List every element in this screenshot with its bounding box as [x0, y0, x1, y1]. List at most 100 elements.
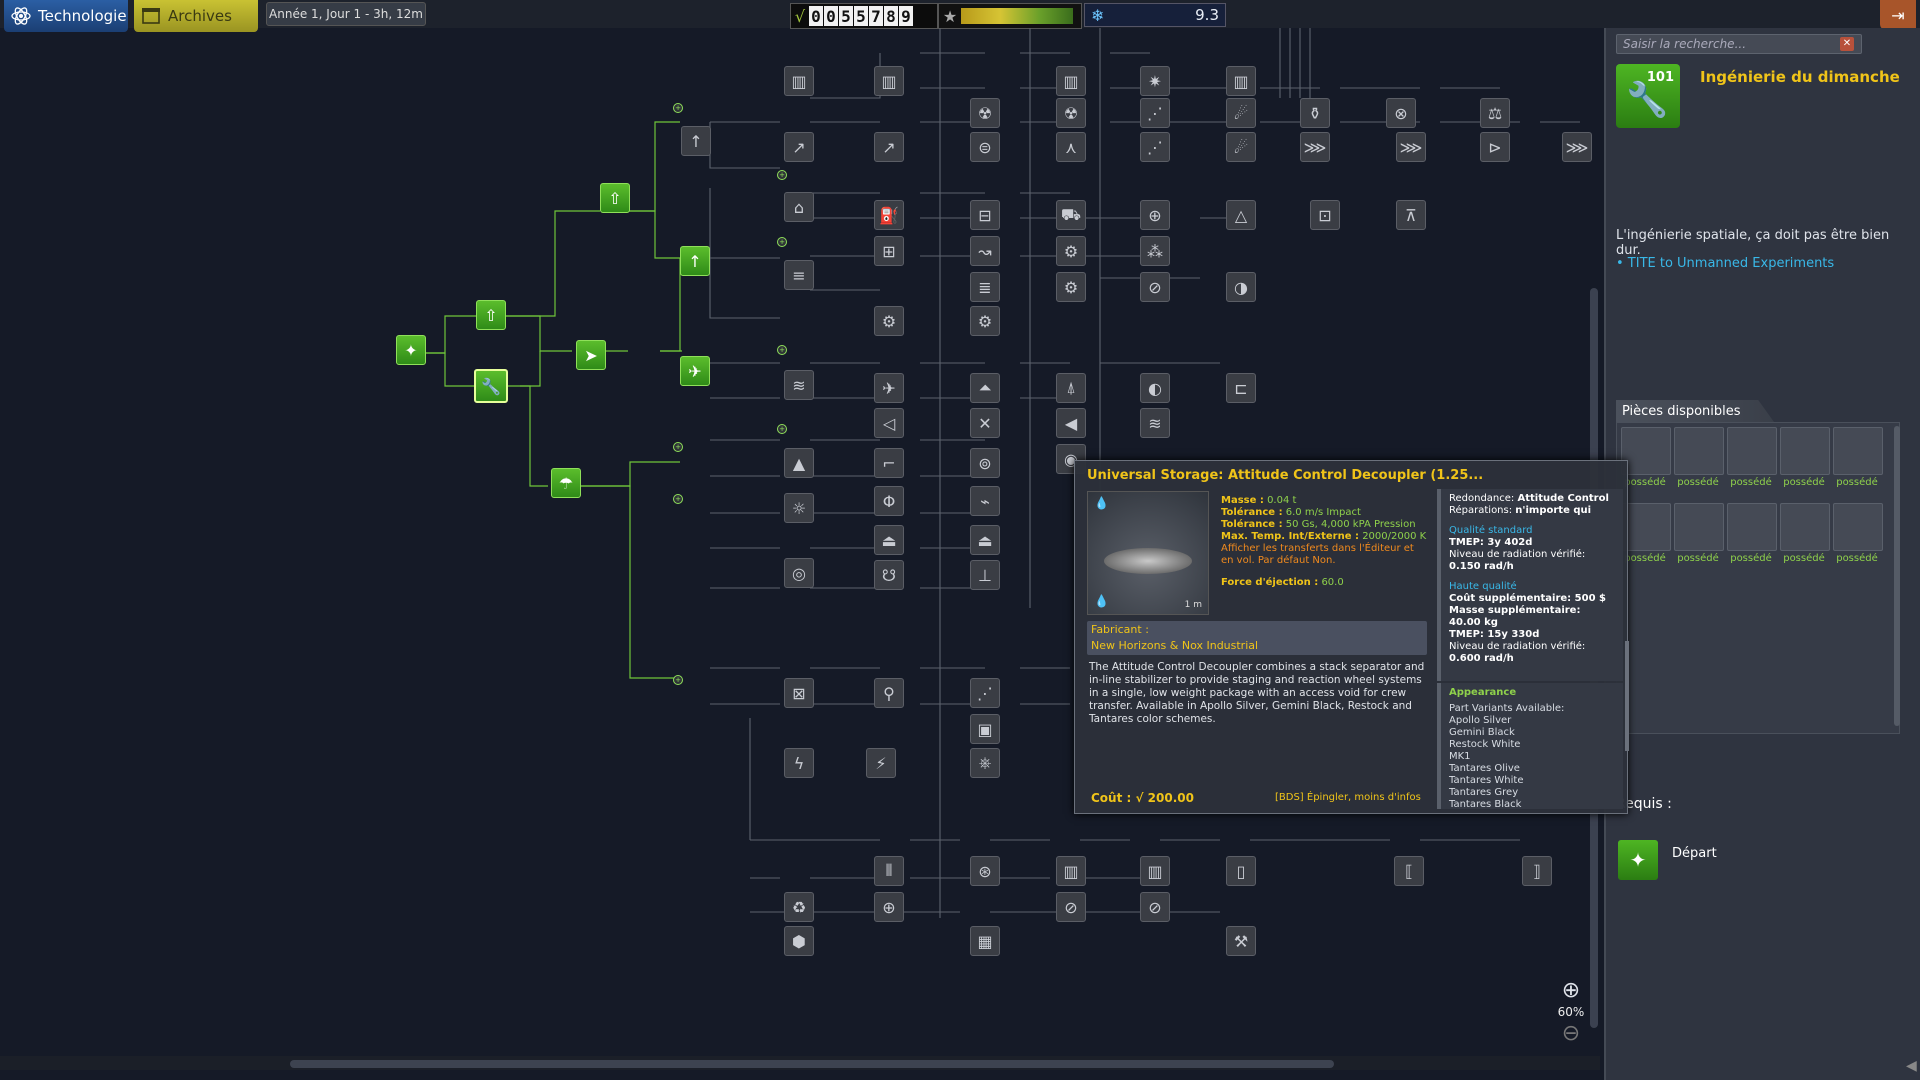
tech-node-locked[interactable]: ↝ — [970, 236, 1000, 266]
tech-node-locked[interactable]: ⏏ — [874, 525, 904, 555]
tech-node-locked[interactable]: ≡ — [784, 260, 814, 290]
tab-technology[interactable]: Technologie — [4, 0, 128, 32]
research-plus-icon[interactable]: + — [673, 494, 683, 504]
tech-node-locked[interactable]: ▲ — [784, 448, 814, 478]
tech-node-locked[interactable]: ↗ — [874, 132, 904, 162]
tech-node-locked[interactable]: ⊟ — [970, 200, 1000, 230]
tech-tree-canvas[interactable]: ✦ ⇧ 🔧 ⇧ ➤ ↑ ≡ ✈ ☂ ↑ ▥ ↗ ⌂ ≡ ≋ ▲ ☼ ◎ ⊠ ϟ … — [0, 28, 1600, 1068]
tech-node-locked[interactable]: ⊘ — [1140, 892, 1170, 922]
tech-node-locked[interactable]: ✕ — [970, 408, 1000, 438]
tech-node-locked[interactable]: ▣ — [970, 714, 1000, 744]
tech-node-locked[interactable]: ⚙ — [874, 306, 904, 336]
tech-node-locked[interactable]: ϟ — [784, 748, 814, 778]
tech-node-advanced-rocketry[interactable]: ↑ — [680, 246, 710, 276]
scrollbar-thumb[interactable] — [290, 1060, 1334, 1068]
tech-node-locked[interactable]: ⊥ — [970, 560, 1000, 590]
tech-node-locked[interactable]: ⊞ — [874, 236, 904, 266]
search-input[interactable]: Saisir la recherche... — [1616, 34, 1862, 54]
tech-link[interactable]: • TITE to Unmanned Experiments — [1616, 256, 1835, 271]
part-slot[interactable] — [1727, 503, 1777, 551]
tech-node-locked[interactable]: Φ — [874, 486, 904, 516]
tech-node-locked[interactable]: ⊠ — [784, 678, 814, 708]
part-slot[interactable] — [1674, 427, 1724, 475]
tech-node-locked[interactable]: ⋰ — [1140, 132, 1170, 162]
tech-node-locked[interactable]: △ — [1226, 200, 1256, 230]
research-plus-icon[interactable]: + — [673, 675, 683, 685]
tech-node-locked[interactable]: ⁂ — [1140, 236, 1170, 266]
tech-node-locked[interactable]: ⫴ — [874, 856, 904, 886]
part-slot[interactable] — [1780, 503, 1830, 551]
tech-node-stability[interactable]: ➤ — [576, 340, 606, 370]
tech-node-locked[interactable]: ⛟ — [1056, 200, 1086, 230]
tech-node-locked[interactable]: ⊛ — [970, 856, 1000, 886]
research-plus-icon[interactable]: + — [777, 424, 787, 434]
tech-node-locked[interactable]: ♻ — [784, 892, 814, 922]
tech-node-locked[interactable]: ☢ — [1056, 98, 1086, 128]
tech-node-locked[interactable]: ⋙ — [1396, 132, 1426, 162]
tech-node-locked[interactable]: ⚙ — [1056, 272, 1086, 302]
part-slot[interactable] — [1833, 503, 1883, 551]
part-slot[interactable] — [1833, 427, 1883, 475]
tech-node-locked[interactable]: ≋ — [1140, 408, 1170, 438]
tech-node-locked[interactable]: ⋰ — [1140, 98, 1170, 128]
research-plus-icon[interactable]: + — [777, 237, 787, 247]
tech-node-locked[interactable]: ✷ — [1140, 66, 1170, 96]
tech-node-locked[interactable]: ⊼ — [1396, 200, 1426, 230]
tech-node-locked[interactable]: ⚲ — [874, 678, 904, 708]
search-clear-button[interactable]: ✕ — [1840, 37, 1854, 51]
tech-node-locked[interactable]: ↑ — [681, 126, 711, 156]
tech-node-locked[interactable]: ⬢ — [784, 926, 814, 956]
tech-node-locked[interactable]: ⋰ — [970, 678, 1000, 708]
tech-node-locked[interactable]: ⊡ — [1310, 200, 1340, 230]
tech-node-locked[interactable]: ⊚ — [970, 448, 1000, 478]
research-plus-icon[interactable]: + — [673, 442, 683, 452]
tech-node-locked[interactable]: ⚖ — [1480, 98, 1510, 128]
tech-node-locked[interactable]: ✈ — [874, 373, 904, 403]
tech-node-locked[interactable]: ▥ — [1140, 856, 1170, 886]
tech-node-locked[interactable]: ⊕ — [1140, 200, 1170, 230]
tech-node-locked[interactable]: ⊘ — [1140, 272, 1170, 302]
tech-node-locked[interactable]: ⌂ — [784, 192, 814, 222]
tech-node-locked[interactable]: ⊏ — [1226, 373, 1256, 403]
tech-node-locked[interactable]: ▥ — [1226, 66, 1256, 96]
tech-node-locked[interactable]: ⊳ — [1480, 132, 1510, 162]
tech-node-locked[interactable]: ◀ — [1056, 408, 1086, 438]
tech-node-locked[interactable]: ⍋ — [1056, 373, 1086, 403]
tech-node-locked[interactable]: ⋙ — [1300, 132, 1330, 162]
tech-node-locked[interactable]: ▯ — [1226, 856, 1256, 886]
tech-node-start[interactable]: ✦ — [396, 335, 426, 365]
part-slot[interactable] — [1674, 503, 1724, 551]
research-plus-icon[interactable]: + — [673, 103, 683, 113]
tech-node-locked[interactable]: ⛽ — [874, 200, 904, 230]
tooltip-scrollbar[interactable] — [1625, 641, 1629, 751]
tech-node-locked[interactable]: ⟦ — [1394, 856, 1424, 886]
tech-node-locked[interactable]: ⚱ — [1300, 98, 1330, 128]
tech-node-locked[interactable]: ◑ — [1226, 272, 1256, 302]
tech-node-locked[interactable]: ▥ — [784, 66, 814, 96]
tech-node-locked[interactable]: ☋ — [874, 560, 904, 590]
tech-node-locked[interactable]: ☼ — [784, 493, 814, 523]
tech-node-locked[interactable]: ◎ — [784, 558, 814, 588]
tech-node-locked[interactable]: ☄ — [1226, 132, 1256, 162]
part-slot[interactable] — [1621, 427, 1671, 475]
tech-node-locked[interactable]: ▥ — [874, 66, 904, 96]
parts-scrollbar[interactable] — [1894, 426, 1900, 726]
research-plus-icon[interactable]: + — [777, 170, 787, 180]
tech-node-locked[interactable]: ⚙ — [1056, 236, 1086, 266]
tech-node-locked[interactable]: ▥ — [1056, 856, 1086, 886]
tech-node-locked[interactable]: ⎈ — [970, 748, 1000, 778]
tech-node-engineering101[interactable]: 🔧 — [474, 369, 508, 403]
tech-node-locked[interactable]: ☢ — [970, 98, 1000, 128]
zoom-in-icon[interactable]: ⊕ — [1561, 978, 1581, 1003]
tech-node-locked[interactable]: ⏶ — [970, 373, 1000, 403]
tech-node-locked[interactable]: ⊜ — [970, 132, 1000, 162]
tech-node-locked[interactable]: ⟧ — [1522, 856, 1552, 886]
tech-node-locked[interactable]: ◐ — [1140, 373, 1170, 403]
collapse-arrow-icon[interactable]: ◀ — [1906, 1058, 1917, 1074]
tech-node-locked[interactable]: ⏏ — [970, 525, 1000, 555]
pin-tooltip-hint[interactable]: [BDS] Épingler, moins d'infos — [1275, 792, 1421, 803]
tech-node-survivability[interactable]: ☂ — [551, 468, 581, 498]
tech-node-locked[interactable]: ⌁ — [970, 486, 1000, 516]
tech-node-locked[interactable]: ⚙ — [970, 306, 1000, 336]
tech-node-locked[interactable]: ⋙ — [1562, 132, 1592, 162]
